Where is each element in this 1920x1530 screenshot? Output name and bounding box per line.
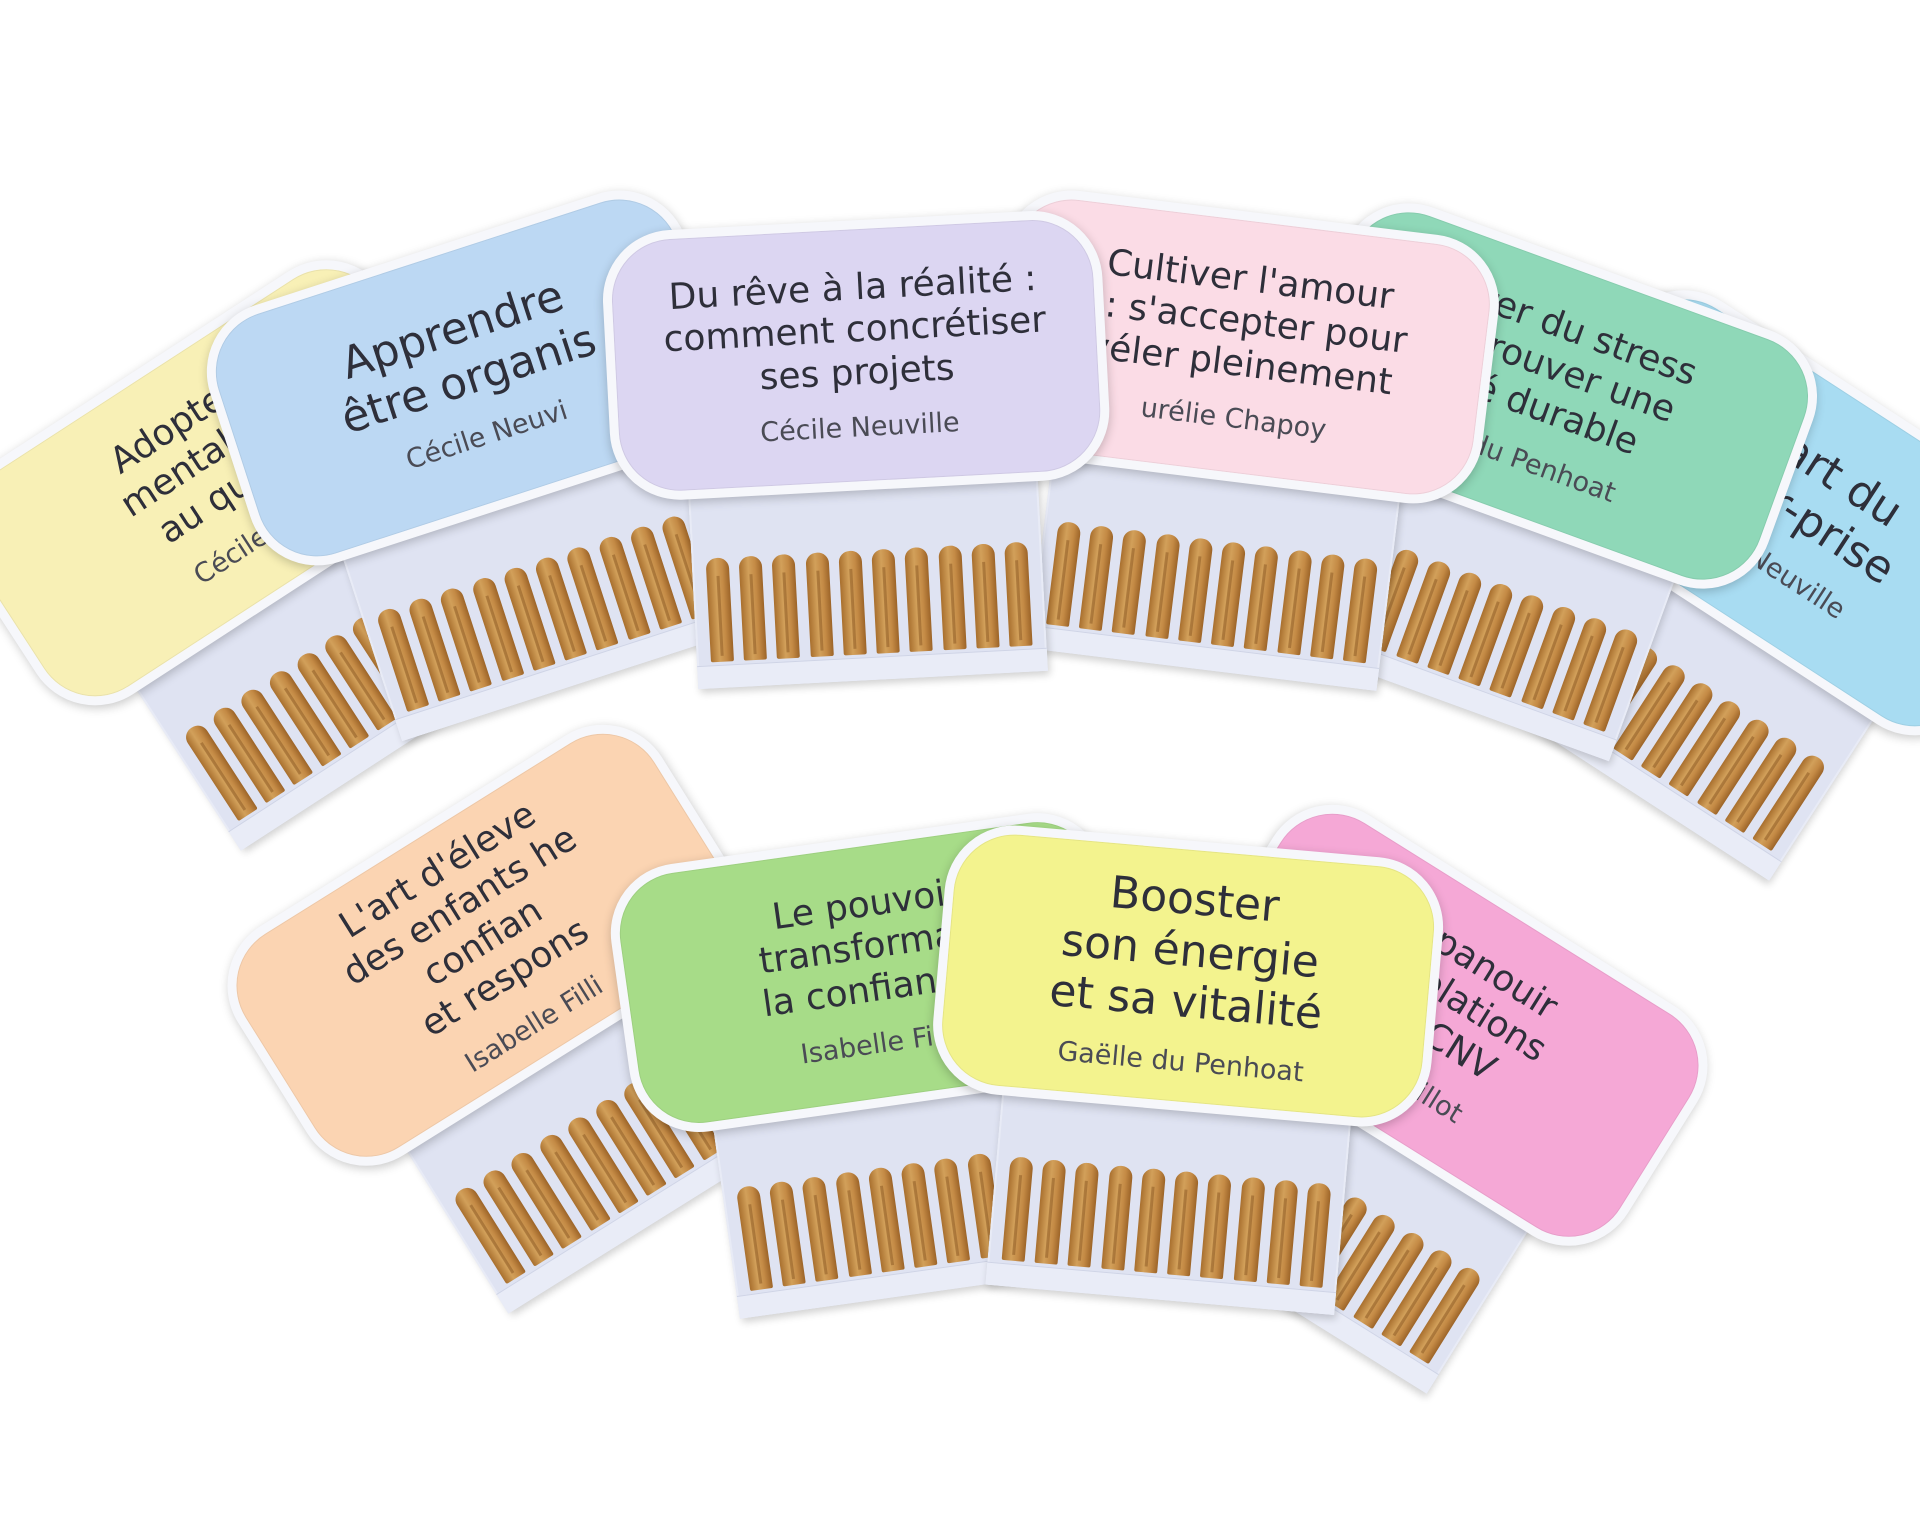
match-stick — [738, 555, 768, 661]
match-stick — [970, 543, 1000, 649]
card-author: Cécile Neuville — [759, 407, 961, 449]
card-title: Du rêve à la réalité : comment concrétis… — [662, 257, 1048, 399]
match-stick — [768, 1180, 806, 1287]
card-author: urélie Chapoy — [1138, 392, 1328, 446]
match-stick — [871, 548, 900, 654]
match-stick — [1210, 541, 1247, 648]
match-stick — [705, 557, 734, 663]
card-title: L'art d'éleve des enfants he confian et … — [332, 793, 596, 1046]
match-stick — [1167, 1170, 1200, 1277]
card-title: Cultiver l'amour i : s'accepter pour vél… — [1081, 241, 1410, 404]
match-row — [705, 536, 1033, 663]
match-stick — [1100, 1164, 1133, 1271]
match-stick — [937, 545, 967, 651]
match-stick — [1200, 1173, 1233, 1280]
matchbook-booster: Booster son énergie et sa vitalité Gaëll… — [910, 819, 1449, 1332]
match-stick — [838, 550, 867, 656]
match-stick — [1342, 557, 1379, 664]
match-stick — [1004, 541, 1033, 647]
matchbook-label: Booster son énergie et sa vitalité Gaëll… — [927, 819, 1449, 1133]
match-stick — [1001, 1156, 1034, 1262]
match-stick — [1299, 1182, 1332, 1288]
match-stick — [1177, 537, 1214, 644]
match-stick — [805, 552, 834, 658]
match-stick — [1309, 553, 1346, 660]
card-title: Booster son énergie et sa vitalité — [1047, 866, 1325, 1041]
match-stick — [1266, 1179, 1299, 1286]
card-author: Gaëlle du Penhoat — [1056, 1036, 1305, 1089]
match-stick — [867, 1166, 905, 1273]
matchbook-reve: Du rêve à la réalité : comment concrétis… — [599, 207, 1123, 703]
match-stick — [1243, 545, 1280, 652]
match-stick — [904, 546, 934, 652]
match-stick — [834, 1171, 872, 1278]
match-stick — [801, 1175, 839, 1282]
match-stick — [1144, 533, 1181, 640]
matchbook-label: Du rêve à la réalité : comment concrétis… — [599, 207, 1113, 504]
match-stick — [1134, 1167, 1166, 1274]
match-stick — [771, 553, 801, 659]
match-stick — [1067, 1162, 1100, 1268]
match-stick — [735, 1184, 774, 1292]
match-stick — [1034, 1159, 1067, 1265]
match-stick — [1233, 1176, 1266, 1283]
match-stick — [1276, 549, 1313, 656]
